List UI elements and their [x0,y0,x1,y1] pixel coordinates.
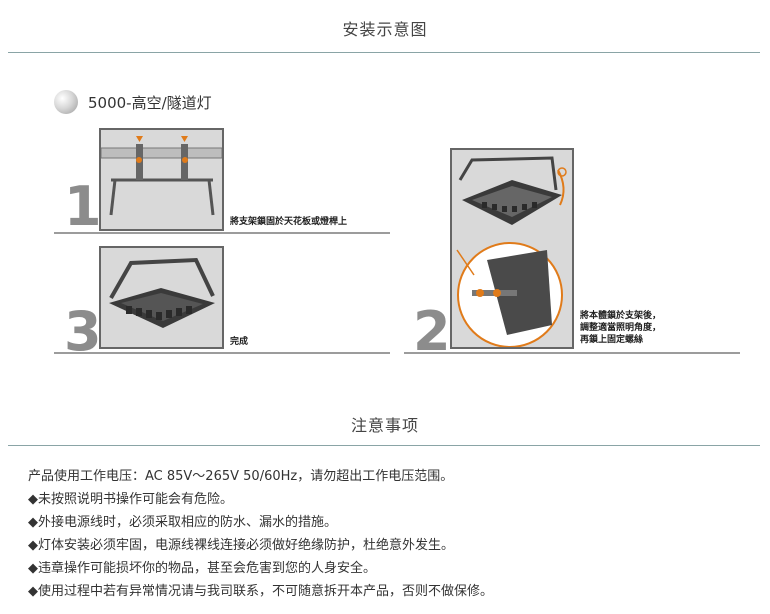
step-number-2: 2 [413,300,451,363]
notes-section-title: 注意事项 [350,416,419,435]
bullet-sphere-icon [54,90,78,114]
notes-intro: 产品使用工作电压：AC 85V～265V 50/60Hz，请勿超出工作电压范围。 [28,469,454,484]
install-section-title: 安装示意图 [342,20,428,39]
step-number-3: 3 [64,300,102,363]
notes-item: ◆违章操作可能损坏你的物品，甚至会危害到您的人身安全。 [28,561,376,576]
step-1-caption: 將支架鎖固於天花板或燈桿上 [230,217,348,227]
step-3-baseline [54,352,390,354]
notes-item: ◆使用过程中若有异常情况请与我司联系，不可随意拆开本产品，否则不做保修。 [28,584,493,599]
product-row: 5000-高空/隧道灯 [54,90,212,114]
divider-top [8,52,760,53]
bracket-ceiling-icon [101,130,222,229]
step-3-illustration [99,246,224,349]
step-2-caption: 將本體鎖於支架後， 調整適當照明角度， 再鎖上固定螺絲 [580,310,661,346]
notes-list: 产品使用工作电压：AC 85V～265V 50/60Hz，请勿超出工作电压范围。… [28,465,493,603]
step-2-illustration [450,148,574,349]
product-name: 5000-高空/隧道灯 [88,93,212,112]
step-3-caption: 完成 [230,337,249,347]
divider-notes [8,445,760,446]
notes-item: ◆未按照说明书操作可能会有危险。 [28,492,233,507]
finished-lamp-icon [101,248,222,347]
notes-item: ◆外接电源线时，必须采取相应的防水、漏水的措施。 [28,515,337,530]
step-2-caption-line: 再鎖上固定螺絲 [580,335,644,345]
notes-item: ◆灯体安装必须牢固，电源线裸线连接必须做好绝缘防护，杜绝意外发生。 [28,538,454,553]
step-1-illustration [99,128,224,231]
step-2-baseline [404,352,740,354]
step-2-caption-line: 調整適當照明角度， [580,323,662,333]
step-2-caption-line: 將本體鎖於支架後， [580,311,662,321]
mount-adjust-icon [452,150,572,347]
step-number-1: 1 [64,175,102,238]
step-1-baseline [54,232,390,234]
